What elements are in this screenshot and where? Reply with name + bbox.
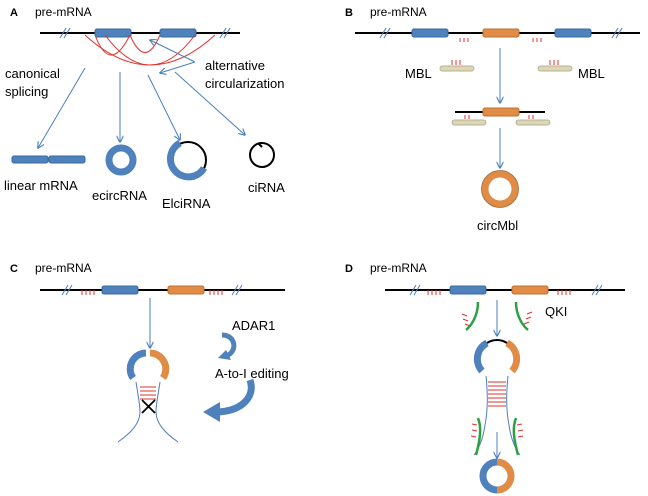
panel-a-canonical-splicing-label: canonical splicing <box>5 66 64 99</box>
panel-b: B pre-mRNA MBL MBL <box>345 5 640 233</box>
panel-a-splice-arc-both <box>104 34 196 66</box>
panel-c-hairpin-structure <box>117 349 179 443</box>
panel-d-break-mark-right <box>591 284 603 296</box>
panel-d-qki-protein-left <box>461 301 480 331</box>
panel-d-qki-protein-right <box>514 301 533 331</box>
panel-a-alternative-circularization-label: alternative circularization <box>205 58 284 91</box>
panel-d-letter: D <box>345 263 353 275</box>
panel-b-mbl-bound-intermediate <box>451 107 551 126</box>
panel-a-elcirna-glyph <box>167 139 208 181</box>
panel-a-arrow-ci <box>174 71 245 135</box>
panel-a-cirna-label: ciRNA <box>248 180 285 195</box>
panel-d-circrna-product-glyph <box>479 458 515 494</box>
panel-d-pre-mrna-label: pre-mRNA <box>370 261 427 275</box>
panel-b-mbl-protein-left <box>439 60 475 72</box>
panel-c-letter: C <box>10 263 18 275</box>
panel-b-circ-exon <box>482 28 520 38</box>
panel-c-adar-curved-arrow-small <box>221 332 237 359</box>
panel-c: C pre-mRNA <box>10 261 289 443</box>
panel-a-break-mark-right <box>219 27 231 39</box>
panel-a-cirna-glyph <box>249 142 275 168</box>
panel-b-mbl-protein-right <box>537 60 573 72</box>
panel-d: D pre-mRNA QKI <box>345 261 625 494</box>
panel-a: A pre-mRNA canonical splicing altern <box>4 5 285 211</box>
panel-a-arrow-alt-2 <box>160 61 196 73</box>
panel-c-pre-mrna-label: pre-mRNA <box>35 261 92 275</box>
panel-c-adar1-label: ADAR1 <box>232 318 275 333</box>
panel-d-break-mark-left <box>409 284 421 296</box>
panel-a-pre-mrna-label: pre-mRNA <box>35 5 92 19</box>
panel-a-arrow-alt-1 <box>150 40 196 63</box>
panel-a-ecircrna-label: ecircRNA <box>92 188 147 203</box>
panel-c-editing-arrowhead-large <box>203 402 220 422</box>
panel-b-letter: B <box>345 7 353 19</box>
panel-a-exon-1 <box>94 28 132 38</box>
panel-b-break-mark-left <box>379 27 391 39</box>
panel-d-circ-exon <box>511 285 549 295</box>
panel-d-qki-label: QKI <box>545 304 567 319</box>
panel-a-exon-2 <box>159 28 197 38</box>
panel-a-elcirna-label: ElciRNA <box>162 196 211 211</box>
panel-a-linear-mrna-label: linear mRNA <box>4 178 78 193</box>
panel-c-adar-arrowhead-small <box>218 350 231 360</box>
panel-c-exon-1 <box>101 285 139 295</box>
panel-a-linear-mrna-glyph <box>11 155 86 164</box>
panel-a-ecircrna-glyph <box>105 144 137 176</box>
panel-c-editing-curved-arrow-large <box>214 378 255 416</box>
panel-b-exon-1 <box>411 28 449 38</box>
panel-b-binding-sites <box>459 38 542 42</box>
panel-c-blocked-x-icon <box>141 399 156 414</box>
panel-a-break-mark-left <box>59 27 71 39</box>
panel-c-break-mark-right <box>231 284 243 296</box>
panel-c-break-mark-left <box>61 284 73 296</box>
panel-c-editing-label: A-to-I editing <box>215 366 289 381</box>
panel-d-qki-looped-structure <box>470 338 524 456</box>
panel-a-arrow-elci <box>147 74 180 140</box>
panel-b-circmbl-glyph <box>481 170 519 208</box>
panel-d-qki-binding-sites <box>427 290 571 295</box>
panel-b-circmbl-label: circMbl <box>477 218 518 233</box>
panel-d-exon-1 <box>449 285 487 295</box>
panel-b-mbl-left-label: MBL <box>405 66 432 81</box>
panel-b-exon-3 <box>554 28 592 38</box>
panel-a-splice-arc-intron <box>129 34 161 53</box>
panel-c-circ-exon <box>167 285 205 295</box>
panel-c-complementary-sites <box>81 290 223 295</box>
panel-a-letter: A <box>10 7 18 19</box>
panel-b-circmbl-outline <box>481 170 519 208</box>
panel-b-mbl-right-label: MBL <box>578 66 605 81</box>
panel-a-splice-arc-exon1 <box>94 34 131 56</box>
panel-a-arrow-linear <box>38 67 86 148</box>
panel-b-pre-mrna-label: pre-mRNA <box>370 5 427 19</box>
panel-b-break-mark-right <box>611 27 623 39</box>
